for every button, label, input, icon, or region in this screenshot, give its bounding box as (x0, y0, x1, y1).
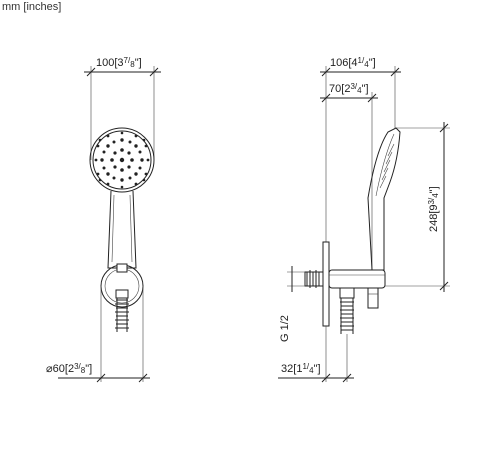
hose-thread (115, 298, 129, 332)
head-width-dimension: 100[37/8"] (96, 56, 142, 69)
wall-plate (322, 241, 330, 327)
wall-gap-dimension: 32[11/4"] (281, 362, 321, 375)
hose-outlet-thread (340, 298, 354, 334)
wall-nipple-thread (304, 270, 324, 288)
diameter-dimension: ⌀60[23/8"] (46, 362, 92, 375)
hose-connector (115, 289, 129, 299)
shower-head-outer (89, 127, 155, 193)
handle-inner-edge (111, 194, 133, 263)
height-dimension: 248[93/4"] (427, 186, 440, 232)
bracket-body (328, 269, 386, 289)
hose-outlet (339, 287, 355, 299)
handheld-side-profile (367, 127, 401, 271)
spray-nozzles (94, 131, 150, 189)
side-view: 106[41/4"] 70[23/4"] 248[93/4"] (278, 56, 450, 383)
depth-total-dimension: 106[41/4"] (330, 56, 376, 69)
depth-bracket-dimension: 70[23/4"] (329, 82, 369, 95)
thread-spec: G 1/2 (279, 315, 291, 342)
shower-head-inner (92, 130, 152, 190)
units-label: mm [inches] (2, 1, 62, 13)
front-view: 100[37/8"] (46, 56, 161, 383)
